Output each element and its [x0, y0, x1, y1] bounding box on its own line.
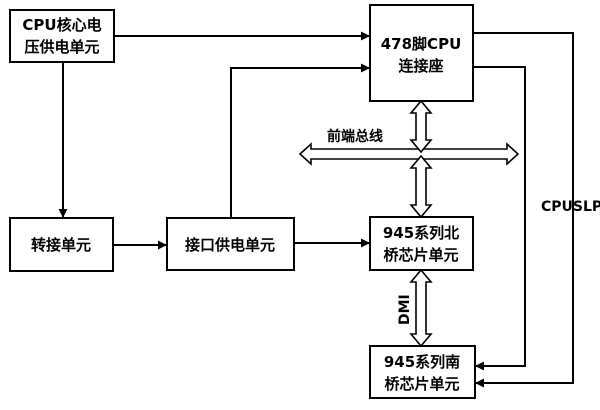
wire-interface-power-to-socket — [230, 63, 370, 218]
cpu-core-power-label-line1: CPU核心电 — [22, 16, 101, 34]
cpu-socket-box — [369, 4, 474, 102]
interface-power-box — [166, 217, 295, 271]
dmi-arrow — [409, 268, 433, 348]
south-bridge-box — [369, 345, 476, 399]
adapter-label: 转接单元 — [31, 236, 91, 254]
interface-power-label: 接口供电单元 — [185, 236, 275, 254]
bus-north-bridge-arrow — [409, 154, 433, 219]
adapter-box — [9, 217, 114, 272]
north-bridge-label-line2: 桥芯片单元 — [383, 246, 458, 264]
north-bridge-label-line1: 945系列北 — [383, 224, 459, 242]
wire-cpuslp — [473, 32, 574, 388]
south-bridge-label-line2: 桥芯片单元 — [384, 375, 459, 393]
front-side-bus-arrow — [298, 142, 520, 166]
south-bridge-label-line1: 945系列南 — [384, 353, 460, 371]
cpuslp-label: CPUSLP — [541, 199, 600, 215]
dmi-label: DMI — [397, 294, 413, 325]
cpu-core-power-box — [9, 9, 115, 63]
cpu-socket-label-line2: 连接座 — [398, 57, 443, 75]
socket-bus-arrow — [409, 99, 433, 154]
wire-socket-to-south-bridge — [473, 66, 526, 371]
front-side-bus-label: 前端总线 — [327, 128, 383, 145]
cpu-core-power-label-line2: 压供电单元 — [24, 38, 99, 56]
cpu-socket-label-line1: 478脚CPU — [381, 35, 462, 53]
north-bridge-box — [369, 216, 474, 271]
